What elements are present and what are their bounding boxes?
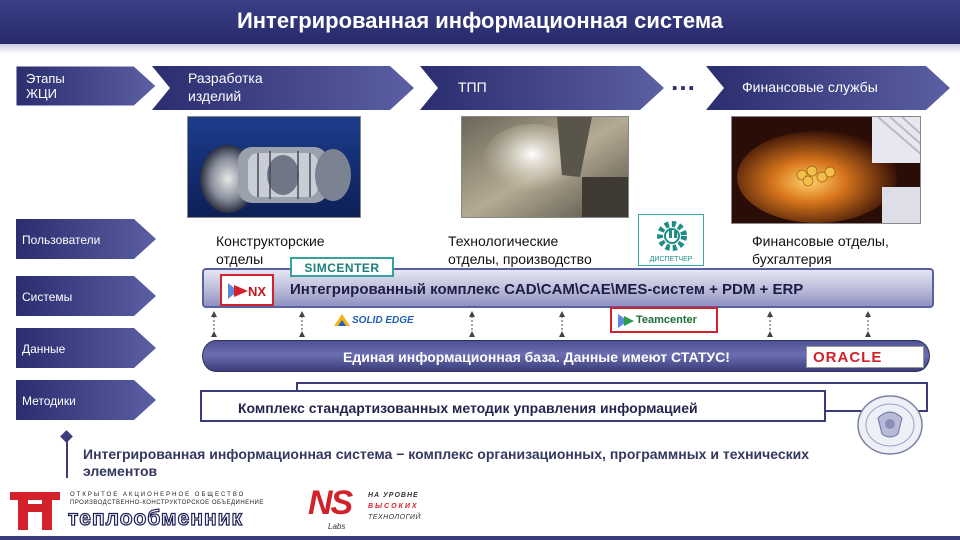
ns-slogan-3: ТЕХНОЛОГИЙ	[368, 514, 421, 521]
company-line1: ОТКРЫТОЕ АКЦИОНЕРНОЕ ОБЩЕСТВО	[70, 492, 246, 498]
stage-tpp: ТПП	[458, 79, 487, 95]
state-seal-emblem	[857, 395, 923, 455]
database-text: Единая информационная база. Данные имеют…	[343, 349, 730, 365]
company-name: теплообменник	[67, 506, 244, 530]
footer-rule	[66, 436, 68, 478]
row-systems-label: Системы	[22, 290, 73, 304]
stage-chevron-tpp: ТПП	[420, 66, 664, 110]
ns-slogan-2: ВЫСОКИХ	[368, 503, 419, 510]
oracle-logo-text: ORACLE	[813, 349, 883, 366]
stages-label-line2: ЖЦИ	[26, 86, 57, 101]
nx-logo: NX	[220, 274, 274, 306]
bottom-rule	[0, 536, 960, 540]
connection-arrows	[211, 311, 871, 337]
stage-finance: Финансовые службы	[742, 79, 878, 95]
teamcenter-logo: Teamcenter	[610, 307, 718, 333]
solid-edge-logo-text: SOLID EDGE	[352, 315, 414, 326]
users-design-line2: отделы	[216, 251, 264, 267]
users-tech-line1: Технологические	[448, 233, 559, 249]
stage-development-line1: Разработка	[188, 70, 263, 86]
coins-in-hands-image	[731, 116, 921, 224]
solid-edge-logo: SOLID EDGE	[330, 310, 432, 332]
stages-label-chevron: Этапы ЖЦИ	[16, 66, 156, 106]
page-title: Интегрированная информационная система	[236, 8, 724, 33]
turbine-engine-image	[187, 116, 361, 218]
simcenter-logo-text: SIMCENTER	[304, 261, 380, 275]
dispatcher-logo-text: ДИСПЕТЧЕР	[649, 256, 693, 263]
users-design-line1: Конструкторские	[216, 233, 325, 249]
row-methods-chevron: Методики	[16, 380, 156, 420]
ns-labs-sub: Labs	[328, 522, 346, 531]
stages-label-line1: Этапы	[26, 71, 65, 86]
oracle-logo: ORACLE	[806, 346, 924, 368]
company-line2: ПРОИЗВОДСТВЕННО-КОНСТРУКТОРСКОЕ ОБЪЕДИНЕ…	[70, 500, 264, 506]
methods-box: Комплекс стандартизованных методик управ…	[200, 390, 826, 422]
solid-edge-mark-icon	[334, 314, 350, 326]
machining-image	[461, 116, 629, 218]
teamcenter-logo-text: Teamcenter	[636, 314, 697, 326]
row-data-chevron: Данные	[16, 328, 156, 368]
users-finance-line2: бухгалтерия	[752, 251, 832, 267]
row-systems-chevron: Системы	[16, 276, 156, 316]
title-shadow	[0, 44, 960, 54]
stage-chevron-development: Разработка изделий	[152, 66, 414, 110]
simcenter-logo: SIMCENTER	[290, 257, 394, 277]
systems-text: Интегрированный комплекс CAD\CAM\CAE\MES…	[290, 281, 804, 298]
row-data-label: Данные	[22, 342, 66, 356]
row-users-chevron: Пользователи	[16, 219, 156, 259]
nx-logo-text: NX	[248, 284, 267, 299]
ns-labs-logo: NS	[308, 484, 353, 522]
footer-statement: Интегрированная информационная система −…	[83, 446, 810, 479]
stage-development-line2: изделий	[188, 88, 242, 104]
teamcenter-mark-icon	[618, 314, 634, 328]
stage-chevron-finance: Финансовые службы	[706, 66, 950, 110]
title-bar	[0, 0, 960, 44]
row-methods-label: Методики	[22, 394, 76, 408]
gear-icon	[657, 221, 687, 251]
row-users-label: Пользователи	[22, 233, 101, 247]
dispatcher-logo: ДИСПЕТЧЕР	[638, 214, 704, 266]
nx-mark-icon	[228, 283, 248, 299]
ns-slogan-1: НА УРОВНЕ	[368, 492, 419, 499]
company-logo-mark	[10, 492, 60, 530]
users-tech-line2: отделы, производство	[448, 251, 592, 267]
methods-text: Комплекс стандартизованных методик управ…	[238, 400, 698, 416]
stages-ellipsis: …	[670, 66, 696, 96]
users-finance-line1: Финансовые отделы,	[752, 233, 889, 249]
